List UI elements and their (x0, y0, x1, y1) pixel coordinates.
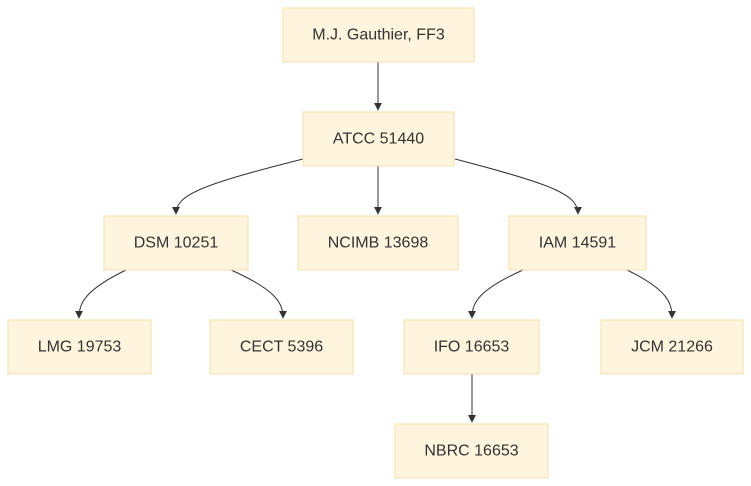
node-lmg-19753[interactable]: LMG 19753 (7, 319, 152, 375)
edge-n4-n8 (626, 269, 676, 319)
edge-n2-n5 (75, 269, 127, 319)
node-label: IAM 14591 (539, 235, 616, 252)
node-jcm-21266[interactable]: JCM 21266 (600, 319, 744, 375)
node-cect-5396[interactable]: CECT 5396 (209, 319, 354, 375)
node-label: M.J. Gauthier, FF3 (312, 27, 445, 44)
node-label: JCM 21266 (631, 339, 713, 356)
node-atcc-51440[interactable]: ATCC 51440 (302, 111, 455, 167)
node-label: LMG 19753 (38, 339, 122, 356)
node-layer: M.J. Gauthier, FF3 ATCC 51440 DSM 10251 … (7, 7, 744, 479)
node-ncimb-13698[interactable]: NCIMB 13698 (297, 215, 459, 271)
node-ifo-16653[interactable]: IFO 16653 (403, 319, 540, 375)
node-label: ATCC 51440 (333, 131, 424, 148)
node-label: NBRC 16653 (424, 443, 518, 460)
edge-layer (75, 62, 676, 423)
node-label: NCIMB 13698 (328, 235, 429, 252)
edge-n2-n6 (230, 269, 287, 319)
node-mj-gauthier-ff3[interactable]: M.J. Gauthier, FF3 (282, 7, 475, 63)
node-label: IFO 16653 (434, 339, 510, 356)
edge-n4-n7 (468, 269, 524, 319)
node-label: DSM 10251 (134, 235, 219, 252)
edge-n1-n4 (454, 158, 582, 215)
node-iam-14591[interactable]: IAM 14591 (508, 215, 647, 271)
node-dsm-10251[interactable]: DSM 10251 (103, 215, 249, 271)
node-label: CECT 5396 (240, 339, 323, 356)
edge-n1-n2 (172, 158, 304, 215)
node-nbrc-16653[interactable]: NBRC 16653 (394, 423, 549, 479)
